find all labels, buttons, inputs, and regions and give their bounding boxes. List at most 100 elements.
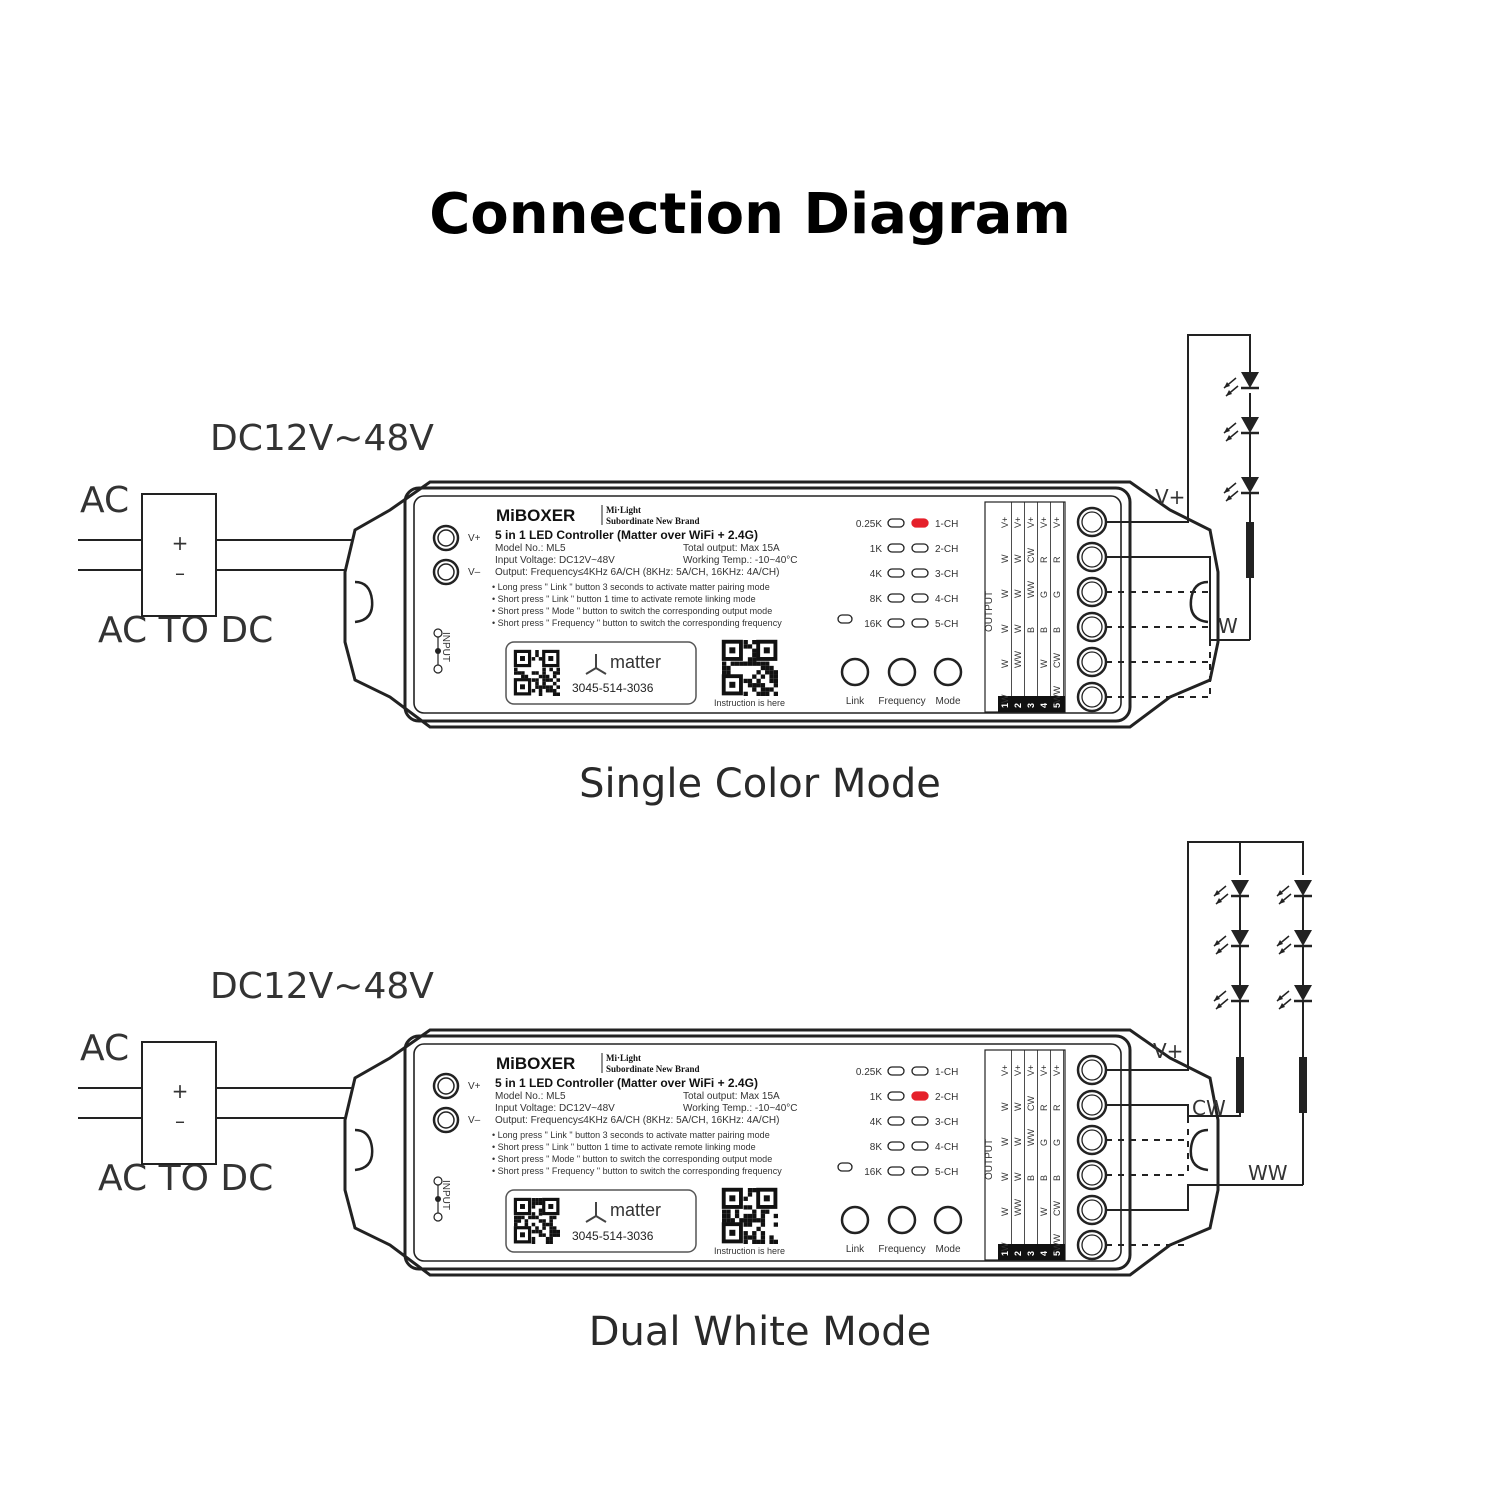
sub-brand-tagline: Subordinate New Brand xyxy=(606,516,700,526)
output-pin-label: CW xyxy=(1052,1201,1062,1216)
brand-logo: MiBOXER xyxy=(496,1054,575,1073)
button-label-frequency: Frequency xyxy=(878,1244,925,1255)
instruction-line: • Long press " Link " button 3 seconds t… xyxy=(492,1130,770,1140)
channel-label: 3-CH xyxy=(935,569,958,580)
output-pin-label: B xyxy=(1026,1175,1036,1181)
output-pin-label: WW xyxy=(1052,1234,1062,1251)
input-voltage: Input Voltage: DC12V~48V xyxy=(495,555,615,566)
frequency-indicator xyxy=(887,1141,905,1151)
instruction-line: • Short press " Link " button 1 time to … xyxy=(492,1142,756,1152)
model-number: Model No.: ML5 xyxy=(495,1091,566,1102)
wire xyxy=(1106,334,1251,523)
instruction-line: • Short press " Mode " button to switch … xyxy=(492,1154,772,1164)
led-icon xyxy=(1275,928,1314,956)
channel-label: 2-CH xyxy=(935,544,958,555)
output-pin-label: V+ xyxy=(1039,517,1049,528)
frequency-label: 1K xyxy=(870,1092,883,1103)
output-pin-label: V+ xyxy=(1052,1065,1062,1076)
frequency-indicator xyxy=(887,1066,905,1076)
product-name: 5 in 1 LED Controller (Matter over WiFi … xyxy=(495,528,758,542)
ac-to-dc-converter xyxy=(141,493,217,617)
output-pin-label: R xyxy=(1039,556,1049,563)
led-icon xyxy=(1212,878,1251,906)
input-voltage: Input Voltage: DC12V~48V xyxy=(495,1103,615,1114)
frequency-indicator xyxy=(887,518,905,528)
qr-caption: Instruction is here xyxy=(714,698,785,708)
wire-label-vplus: V+ xyxy=(1155,485,1185,509)
sub-brand-tagline: Subordinate New Brand xyxy=(606,1064,700,1074)
output-column-number: 2 xyxy=(1013,703,1023,708)
instruction-line: • Short press " Frequency " button to sw… xyxy=(492,1166,782,1176)
channel-indicator xyxy=(911,543,929,553)
led-icon xyxy=(1222,475,1261,503)
output-pin-label: CW xyxy=(1026,1096,1036,1111)
input-terminal-label: V+ xyxy=(468,1081,481,1092)
wire xyxy=(1106,1184,1303,1211)
output-pin-label: W xyxy=(1013,589,1023,598)
output-pin-label: W xyxy=(1013,554,1023,563)
channel-indicator xyxy=(911,1166,929,1176)
working-temp: Working Temp.: -10~40°C xyxy=(683,1103,798,1114)
output-column-number: 4 xyxy=(1039,1251,1049,1256)
channel-label: 3-CH xyxy=(935,1117,958,1128)
output-pin-label: W xyxy=(1000,589,1010,598)
wire-label-cw: CW xyxy=(1192,1096,1226,1120)
wire-label-w: W xyxy=(1218,614,1238,638)
qr-code-icon xyxy=(721,639,778,696)
minus-symbol: – xyxy=(175,1109,185,1133)
output-pin-label: W xyxy=(1013,1172,1023,1181)
status-indicator xyxy=(837,614,853,624)
output-pin-label: WW xyxy=(1013,1199,1023,1216)
output-label: OUTPUT xyxy=(984,1139,995,1180)
output-pin-label: G xyxy=(1039,591,1049,598)
instruction-line: • Long press " Link " button 3 seconds t… xyxy=(492,582,770,592)
output-pin-label: W xyxy=(1000,554,1010,563)
output-label: OUTPUT xyxy=(984,591,995,632)
output-pin-label: W xyxy=(1039,1207,1049,1216)
frequency-label: 16K xyxy=(864,619,882,630)
output-pin-label: W xyxy=(1013,1102,1023,1111)
output-pin-label: W xyxy=(1000,694,1010,703)
frequency-indicator xyxy=(887,1166,905,1176)
product-name: 5 in 1 LED Controller (Matter over WiFi … xyxy=(495,1076,758,1090)
channel-indicator xyxy=(911,1091,929,1101)
supply-voltage-label: DC12V~48V xyxy=(210,418,434,459)
minus-symbol: – xyxy=(175,561,185,585)
output-pin-label: B xyxy=(1039,1175,1049,1181)
frequency-label: 4K xyxy=(870,569,883,580)
led-icon xyxy=(1222,370,1261,398)
output-pin-label: WW xyxy=(1013,651,1023,668)
input-terminal-label: V– xyxy=(468,567,481,578)
output-pin-label: B xyxy=(1052,1175,1062,1181)
qr-caption: Instruction is here xyxy=(714,1246,785,1256)
button-label-mode: Mode xyxy=(935,696,960,707)
wire xyxy=(1106,556,1211,640)
working-temp: Working Temp.: -10~40°C xyxy=(683,555,798,566)
button-label-frequency: Frequency xyxy=(878,696,925,707)
channel-label: 2-CH xyxy=(935,1092,958,1103)
channel-label: 4-CH xyxy=(935,1142,958,1153)
ac-to-dc-converter xyxy=(141,1041,217,1165)
controller-housing xyxy=(343,480,1220,729)
channel-indicator xyxy=(911,1116,929,1126)
controller-housing xyxy=(343,1028,1220,1277)
output-column-number: 2 xyxy=(1013,1251,1023,1256)
qr-code-icon xyxy=(513,1197,560,1244)
output-column-number: 4 xyxy=(1039,703,1049,708)
led-icon xyxy=(1275,878,1314,906)
ac-label: AC xyxy=(80,480,129,521)
channel-label: 4-CH xyxy=(935,594,958,605)
matter-pairing-code: 3045-514-3036 xyxy=(572,681,654,695)
input-terminal-label: V– xyxy=(468,1115,481,1126)
output-pin-label: V+ xyxy=(1000,517,1010,528)
output-pin-label: R xyxy=(1039,1104,1049,1111)
qr-code-icon xyxy=(513,649,560,696)
matter-label: matter xyxy=(610,652,661,672)
input-terminal-label: V+ xyxy=(468,533,481,544)
frequency-label: 8K xyxy=(870,1142,883,1153)
ac-label: AC xyxy=(80,1028,129,1069)
